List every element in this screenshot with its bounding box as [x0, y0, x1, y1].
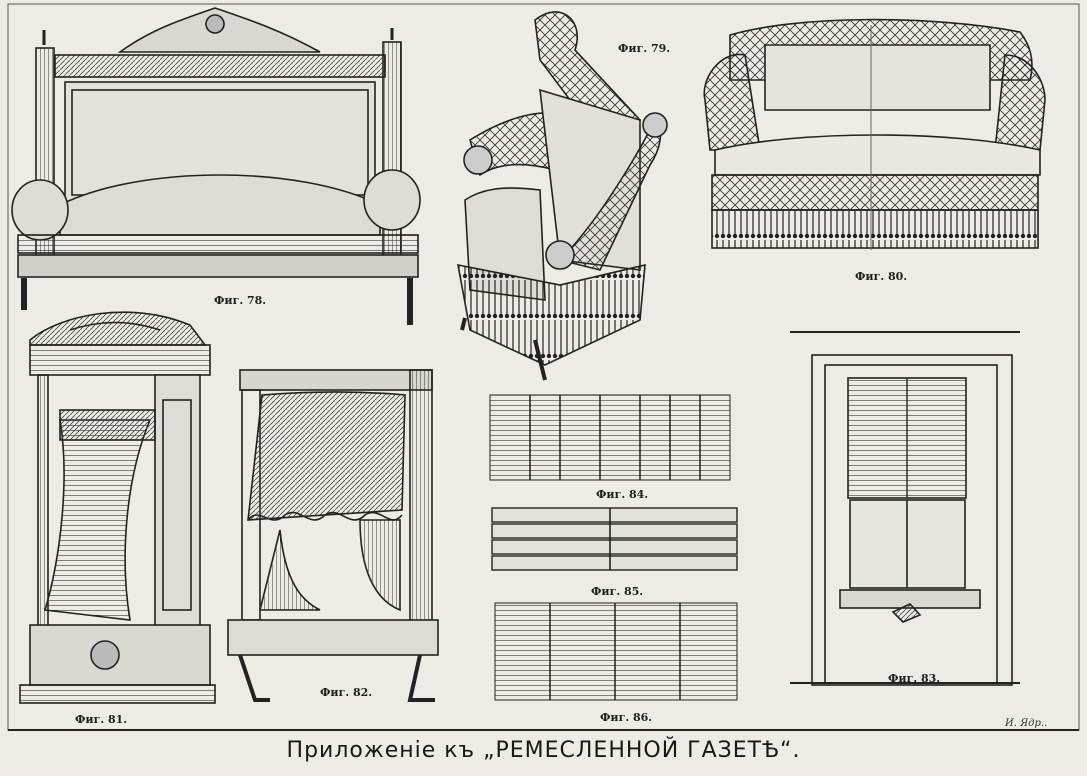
fig79-armchair-drawing [456, 11, 668, 381]
plate-footer-title: Приложеніе къ „РЕМЕСЛЕННОЙ ГАЗЕТѢ“. [286, 738, 801, 763]
fig85-blind-swatch [491, 507, 738, 571]
fig83-caption: Фиг. 83. [888, 672, 941, 685]
fig84-blind-swatch [489, 394, 731, 481]
fig82-drapery-drawing [227, 369, 439, 702]
fig85-caption: Фиг. 85. [591, 585, 644, 598]
fig83-window-drawing [790, 331, 1020, 686]
fig80-sofa-drawing [703, 18, 1046, 250]
fig80-caption: Фиг. 80. [855, 270, 908, 283]
fig78-settee-drawing [11, 7, 421, 325]
engraver-signature: И. Ядр.. [1005, 718, 1048, 729]
fig81-caption: Фиг. 81. [75, 713, 128, 726]
fig82-caption: Фиг. 82. [320, 686, 373, 699]
fig78-caption: Фиг. 78. [214, 294, 267, 307]
fig86-caption: Фиг. 86. [600, 711, 653, 724]
fig84-caption: Фиг. 84. [596, 488, 649, 501]
fig79-caption: Фиг. 79. [618, 42, 671, 55]
fig81-canopy-drawing [19, 311, 216, 704]
fig86-blind-swatch [494, 602, 738, 701]
